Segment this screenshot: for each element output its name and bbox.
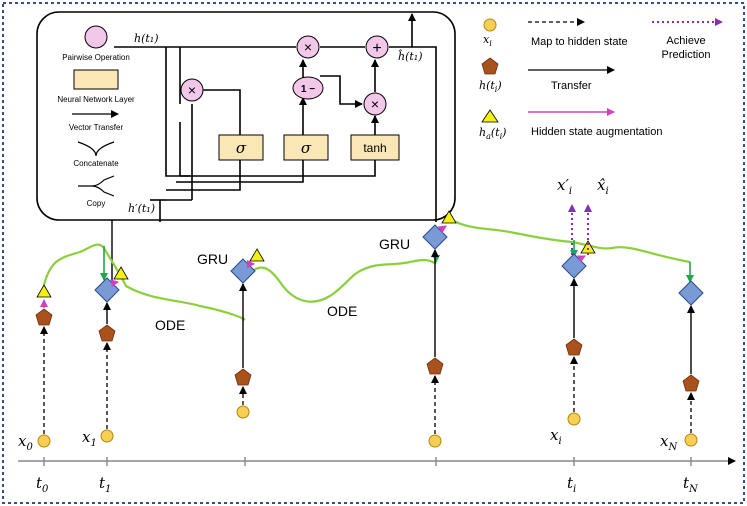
xN-label: xN bbox=[660, 432, 678, 453]
hidden-legend-icon bbox=[481, 57, 499, 75]
tanh-layer bbox=[350, 134, 400, 161]
input-node-0 bbox=[37, 434, 51, 448]
legend-copy-label: Copy bbox=[87, 199, 106, 208]
legend-map-label: Map to hidden state bbox=[531, 36, 628, 48]
state-node-2 bbox=[230, 258, 256, 284]
gru-label-1: GRU bbox=[197, 251, 228, 267]
legend-xi: xi bbox=[483, 33, 492, 48]
augment-node-3 bbox=[441, 210, 457, 224]
gru-cell-inset: Pairwise Operation Neural Network Layer … bbox=[36, 11, 456, 222]
legend-achieve-label-1: Achieve bbox=[666, 35, 705, 47]
multiply-op-left bbox=[180, 78, 204, 102]
augment-arrow-3 bbox=[437, 225, 447, 234]
multiply-op-right bbox=[363, 92, 387, 116]
legend-vector-label: Vector Transfer bbox=[69, 123, 124, 132]
legend-transfer-label: Transfer bbox=[551, 80, 592, 92]
xi-label: xi bbox=[550, 426, 562, 447]
augment-arrow-4 bbox=[576, 255, 586, 263]
legend-nn-label: Neural Network Layer bbox=[57, 95, 135, 104]
inset-box bbox=[36, 11, 456, 221]
concatenate-legend-icon bbox=[77, 141, 115, 157]
tN-label: tN bbox=[683, 474, 699, 495]
legend: xi h(ti) ha(ti) Map to hidden state Achi… bbox=[479, 18, 723, 141]
input-node-3 bbox=[428, 434, 442, 448]
tanh-label: tanh bbox=[363, 141, 386, 155]
gru-label-2: GRU bbox=[379, 236, 410, 252]
legend-pairwise-label: Pairwise Operation bbox=[62, 53, 130, 62]
state-node-5 bbox=[678, 280, 704, 306]
input-node-1 bbox=[100, 429, 114, 443]
input-legend-icon bbox=[483, 18, 497, 32]
hidden-node-4 bbox=[565, 338, 583, 356]
h-prime-t1-label: h′(t₁) bbox=[128, 202, 155, 215]
legend-ha-ti: ha(ti) bbox=[479, 126, 506, 141]
legend-concat-label: Concatenate bbox=[73, 159, 119, 168]
hidden-node-5 bbox=[682, 374, 700, 392]
x1-label: x1 bbox=[82, 428, 97, 449]
pairwise-legend-icon bbox=[84, 25, 108, 49]
axis-ticks bbox=[43, 457, 692, 466]
sigma-layer-2 bbox=[283, 134, 329, 161]
state-node-3 bbox=[422, 224, 448, 250]
one-minus-op bbox=[292, 76, 324, 100]
add-symbol: + bbox=[372, 40, 381, 57]
hidden-node-3 bbox=[426, 357, 444, 375]
add-op bbox=[365, 35, 389, 59]
multiply-op-top bbox=[296, 35, 320, 59]
h-hat-t1-label: ĥ(t₁) bbox=[398, 49, 423, 63]
augment-node-2 bbox=[249, 248, 265, 262]
input-node-4 bbox=[567, 412, 581, 426]
multiply-symbol-left: × bbox=[188, 82, 196, 98]
t0-label: t0 bbox=[36, 474, 49, 495]
x-hat-label: x̂i bbox=[597, 176, 609, 197]
hidden-node-1 bbox=[98, 324, 116, 342]
ode-trajectory bbox=[42, 219, 691, 321]
augment-node-1 bbox=[113, 266, 129, 280]
augment-legend-icon bbox=[481, 109, 499, 123]
hidden-node-0 bbox=[35, 308, 53, 326]
input-node-5 bbox=[684, 433, 698, 447]
timeline-columns bbox=[35, 210, 704, 448]
h-t1-label: h(t₁) bbox=[134, 32, 159, 45]
ti-label: ti bbox=[567, 474, 576, 495]
multiply-symbol-top: × bbox=[304, 39, 312, 55]
legend-achieve-label-2: Prediction bbox=[662, 49, 711, 61]
x0-label: x0 bbox=[18, 432, 33, 453]
t1-label: t1 bbox=[99, 474, 111, 495]
augment-node-0 bbox=[36, 284, 52, 298]
ode-label-1: ODE bbox=[155, 317, 185, 333]
nn-layer-legend-icon bbox=[73, 69, 119, 90]
state-node-1 bbox=[94, 277, 120, 303]
augment-arrow-1 bbox=[110, 279, 119, 288]
input-node-2 bbox=[236, 405, 250, 419]
one-minus-symbol: 1 − bbox=[301, 84, 315, 95]
multiply-symbol-right: × bbox=[371, 96, 379, 112]
sigma-label-2: σ bbox=[301, 139, 312, 157]
legend-h-ti: h(ti) bbox=[479, 79, 502, 94]
hidden-node-2 bbox=[234, 368, 252, 386]
legend-augment-label: Hidden state augmentation bbox=[531, 126, 662, 138]
sigma-layer-1 bbox=[218, 134, 264, 161]
x-prime-label: x′i bbox=[557, 176, 572, 197]
copy-legend-icon bbox=[78, 175, 115, 197]
sigma-label-1: σ bbox=[236, 139, 247, 157]
ode-label-2: ODE bbox=[327, 303, 357, 319]
